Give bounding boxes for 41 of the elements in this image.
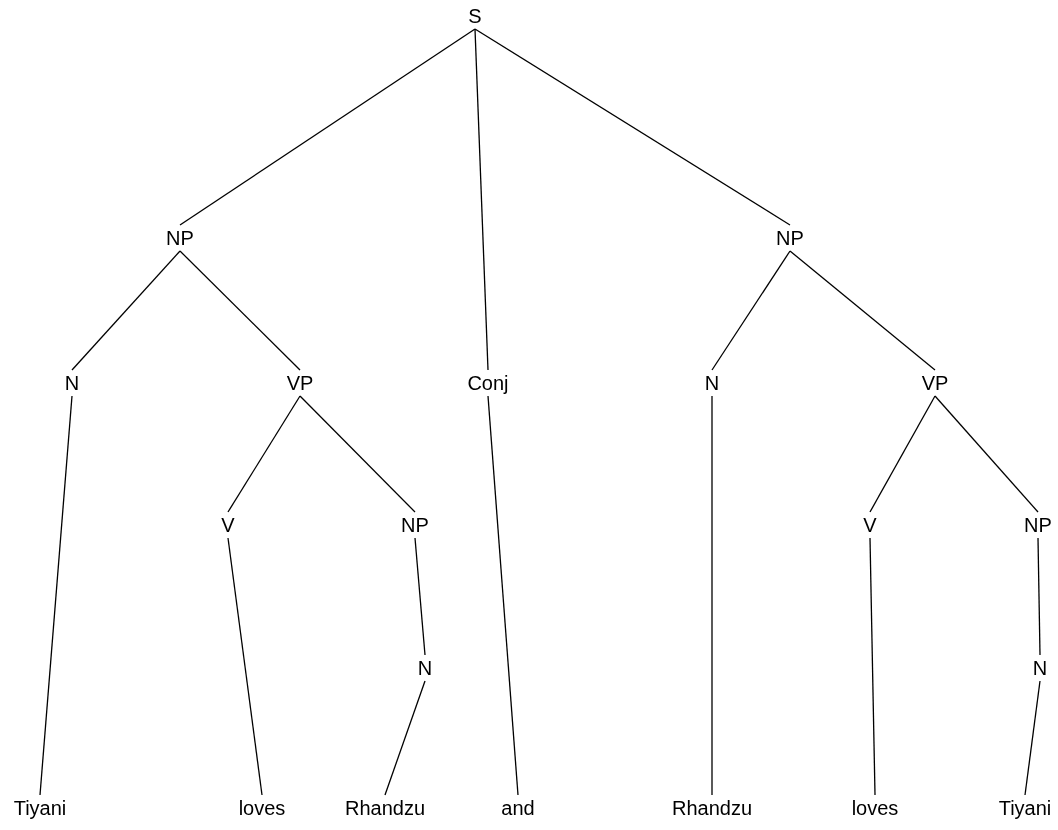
tree-branch-line <box>789 250 936 371</box>
tree-branch-line <box>384 680 426 796</box>
tree-label: N <box>63 370 81 396</box>
tree-branch-line <box>869 395 936 513</box>
tree-branch-line <box>1024 680 1041 796</box>
tree-branch-line <box>39 395 73 796</box>
tree-branch-line <box>711 250 791 371</box>
tree-branch-line <box>179 28 476 226</box>
tree-label: loves <box>237 795 287 821</box>
tree-label: N <box>416 655 434 681</box>
tree-label: N <box>1031 655 1049 681</box>
tree-branch-line <box>711 395 713 796</box>
tree-branch-line <box>869 537 876 796</box>
tree-branch-line <box>299 395 416 513</box>
tree-label: NP <box>400 512 430 538</box>
tree-label: loves <box>850 795 900 821</box>
tree-label: V <box>862 512 878 538</box>
tree-label: S <box>467 3 483 29</box>
tree-branch-line <box>934 395 1039 513</box>
tree-branch-line <box>487 395 519 796</box>
tree-branch-line <box>227 537 263 796</box>
tree-label: N <box>703 370 721 396</box>
tree-branch-line <box>227 395 301 513</box>
tree-branch-line <box>71 250 181 371</box>
tree-label: V <box>220 512 236 538</box>
tree-label: Conj <box>466 370 510 396</box>
tree-label: NP <box>165 225 195 251</box>
tree-label: Rhandzu <box>670 795 754 821</box>
tree-label: Tiyani <box>12 795 68 821</box>
tree-branch-line <box>179 250 301 371</box>
tree-label: VP <box>920 370 950 396</box>
tree-branch-line <box>474 28 489 371</box>
tree-label: and <box>500 795 536 821</box>
tree-branch-line <box>414 537 426 656</box>
tree-label: NP <box>1023 512 1053 538</box>
tree-label: Rhandzu <box>343 795 427 821</box>
tree-label: Tiyani <box>997 795 1053 821</box>
tree-label: VP <box>285 370 315 396</box>
tree-label: NP <box>775 225 805 251</box>
tree-branch-line <box>1037 537 1041 656</box>
tree-branch-line <box>474 28 791 226</box>
